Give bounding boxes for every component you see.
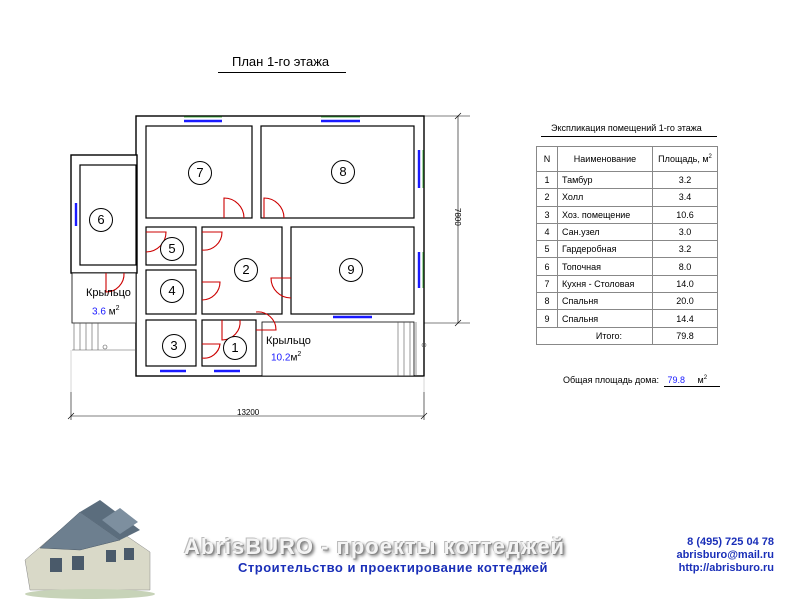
- room-number-1: 1: [223, 336, 247, 360]
- total-house-area: Общая площадь дома: 79.8 м2: [563, 375, 708, 385]
- steps-right: [397, 322, 417, 376]
- header-n: N: [536, 146, 558, 172]
- room-number-7: 7: [188, 161, 212, 185]
- row-n: 9: [536, 309, 558, 328]
- room-number-5: 5: [160, 237, 184, 261]
- dimension-lines: [67, 112, 470, 420]
- room-number-8: 8: [331, 160, 355, 184]
- row-n: 2: [536, 188, 558, 207]
- row-area: 14.4: [652, 309, 718, 328]
- contact-phone: 8 (495) 725 04 78: [687, 536, 774, 548]
- dimension-width: 13200: [237, 408, 260, 417]
- row-n: 1: [536, 170, 558, 190]
- room-number-6: 6: [89, 208, 113, 232]
- porch-right-label: Крыльцо: [266, 335, 311, 347]
- dimension-height: 7800: [453, 208, 462, 226]
- row-name: Хоз. помещение: [557, 205, 653, 224]
- room-number-9: 9: [339, 258, 363, 282]
- porch-right-area: [261, 321, 415, 377]
- brand-title: AbrisBURO - проекты коттеджей: [184, 534, 566, 559]
- extension-lines: [70, 350, 425, 392]
- row-name: Тамбур: [557, 170, 653, 190]
- table-title: Экспликация помещений 1-го этажа: [551, 123, 702, 133]
- row-area: 20.0: [652, 292, 718, 311]
- row-area: 3.0: [652, 222, 718, 242]
- total-value: 79.8: [652, 326, 718, 345]
- plan-title-underline: [218, 72, 346, 73]
- house-illustration: [24, 500, 155, 599]
- row-name: Спальня: [557, 309, 653, 328]
- contact-site[interactable]: http://abrisburo.ru: [678, 562, 774, 574]
- header-area: Площадь, м2: [652, 146, 718, 172]
- row-area: 3.2: [652, 170, 718, 190]
- porch-left-label: Крыльцо: [86, 287, 131, 299]
- windows: [74, 119, 421, 373]
- total-area-underline: [664, 386, 720, 387]
- brand-tagline: Строительство и проектирование коттеджей: [238, 560, 548, 575]
- row-area: 8.0: [652, 257, 718, 276]
- row-n: 7: [536, 274, 558, 294]
- row-area: 3.4: [652, 188, 718, 207]
- porch-right-area-value: 10.2м2: [271, 351, 302, 364]
- row-n: 5: [536, 240, 558, 259]
- header-name: Наименование: [557, 146, 653, 172]
- row-area: 3.2: [652, 240, 718, 259]
- room-number-4: 4: [160, 279, 184, 303]
- total-house-area-label: Общая площадь дома:: [563, 375, 659, 385]
- room-4-floor: [145, 269, 197, 315]
- plan-title: План 1-го этажа: [232, 54, 330, 69]
- row-name: Кухня - Столовая: [557, 274, 653, 294]
- doors: [105, 197, 292, 359]
- row-n: 6: [536, 257, 558, 276]
- contact-email[interactable]: abrisburo@mail.ru: [676, 549, 774, 561]
- row-name: Топочная: [557, 257, 653, 276]
- room-number-2: 2: [234, 258, 258, 282]
- row-name: Спальня: [557, 292, 653, 311]
- row-n: 3: [536, 205, 558, 224]
- row-name: Холл: [557, 188, 653, 207]
- table-header-row: N Наименование Площадь, м2: [536, 146, 718, 172]
- total-label: Итого:: [536, 326, 653, 345]
- row-name: Сан.узел: [557, 222, 653, 242]
- row-area: 14.0: [652, 274, 718, 294]
- row-name: Гардеробная: [557, 240, 653, 259]
- window-frames: [184, 116, 424, 288]
- total-house-area-value: 79.8: [667, 375, 686, 385]
- room-number-3: 3: [162, 334, 186, 358]
- steps-left: [72, 322, 136, 351]
- porch-left-area-value: 3.6 м2: [92, 305, 120, 318]
- table-total-row: Итого: 79.8: [536, 326, 718, 345]
- row-n: 8: [536, 292, 558, 311]
- table-title-underline: [541, 136, 717, 137]
- row-n: 4: [536, 222, 558, 242]
- railings: [102, 342, 427, 350]
- floor-plan-drawing: [67, 112, 470, 420]
- row-area: 10.6: [652, 205, 718, 224]
- total-house-area-unit: м: [697, 375, 704, 385]
